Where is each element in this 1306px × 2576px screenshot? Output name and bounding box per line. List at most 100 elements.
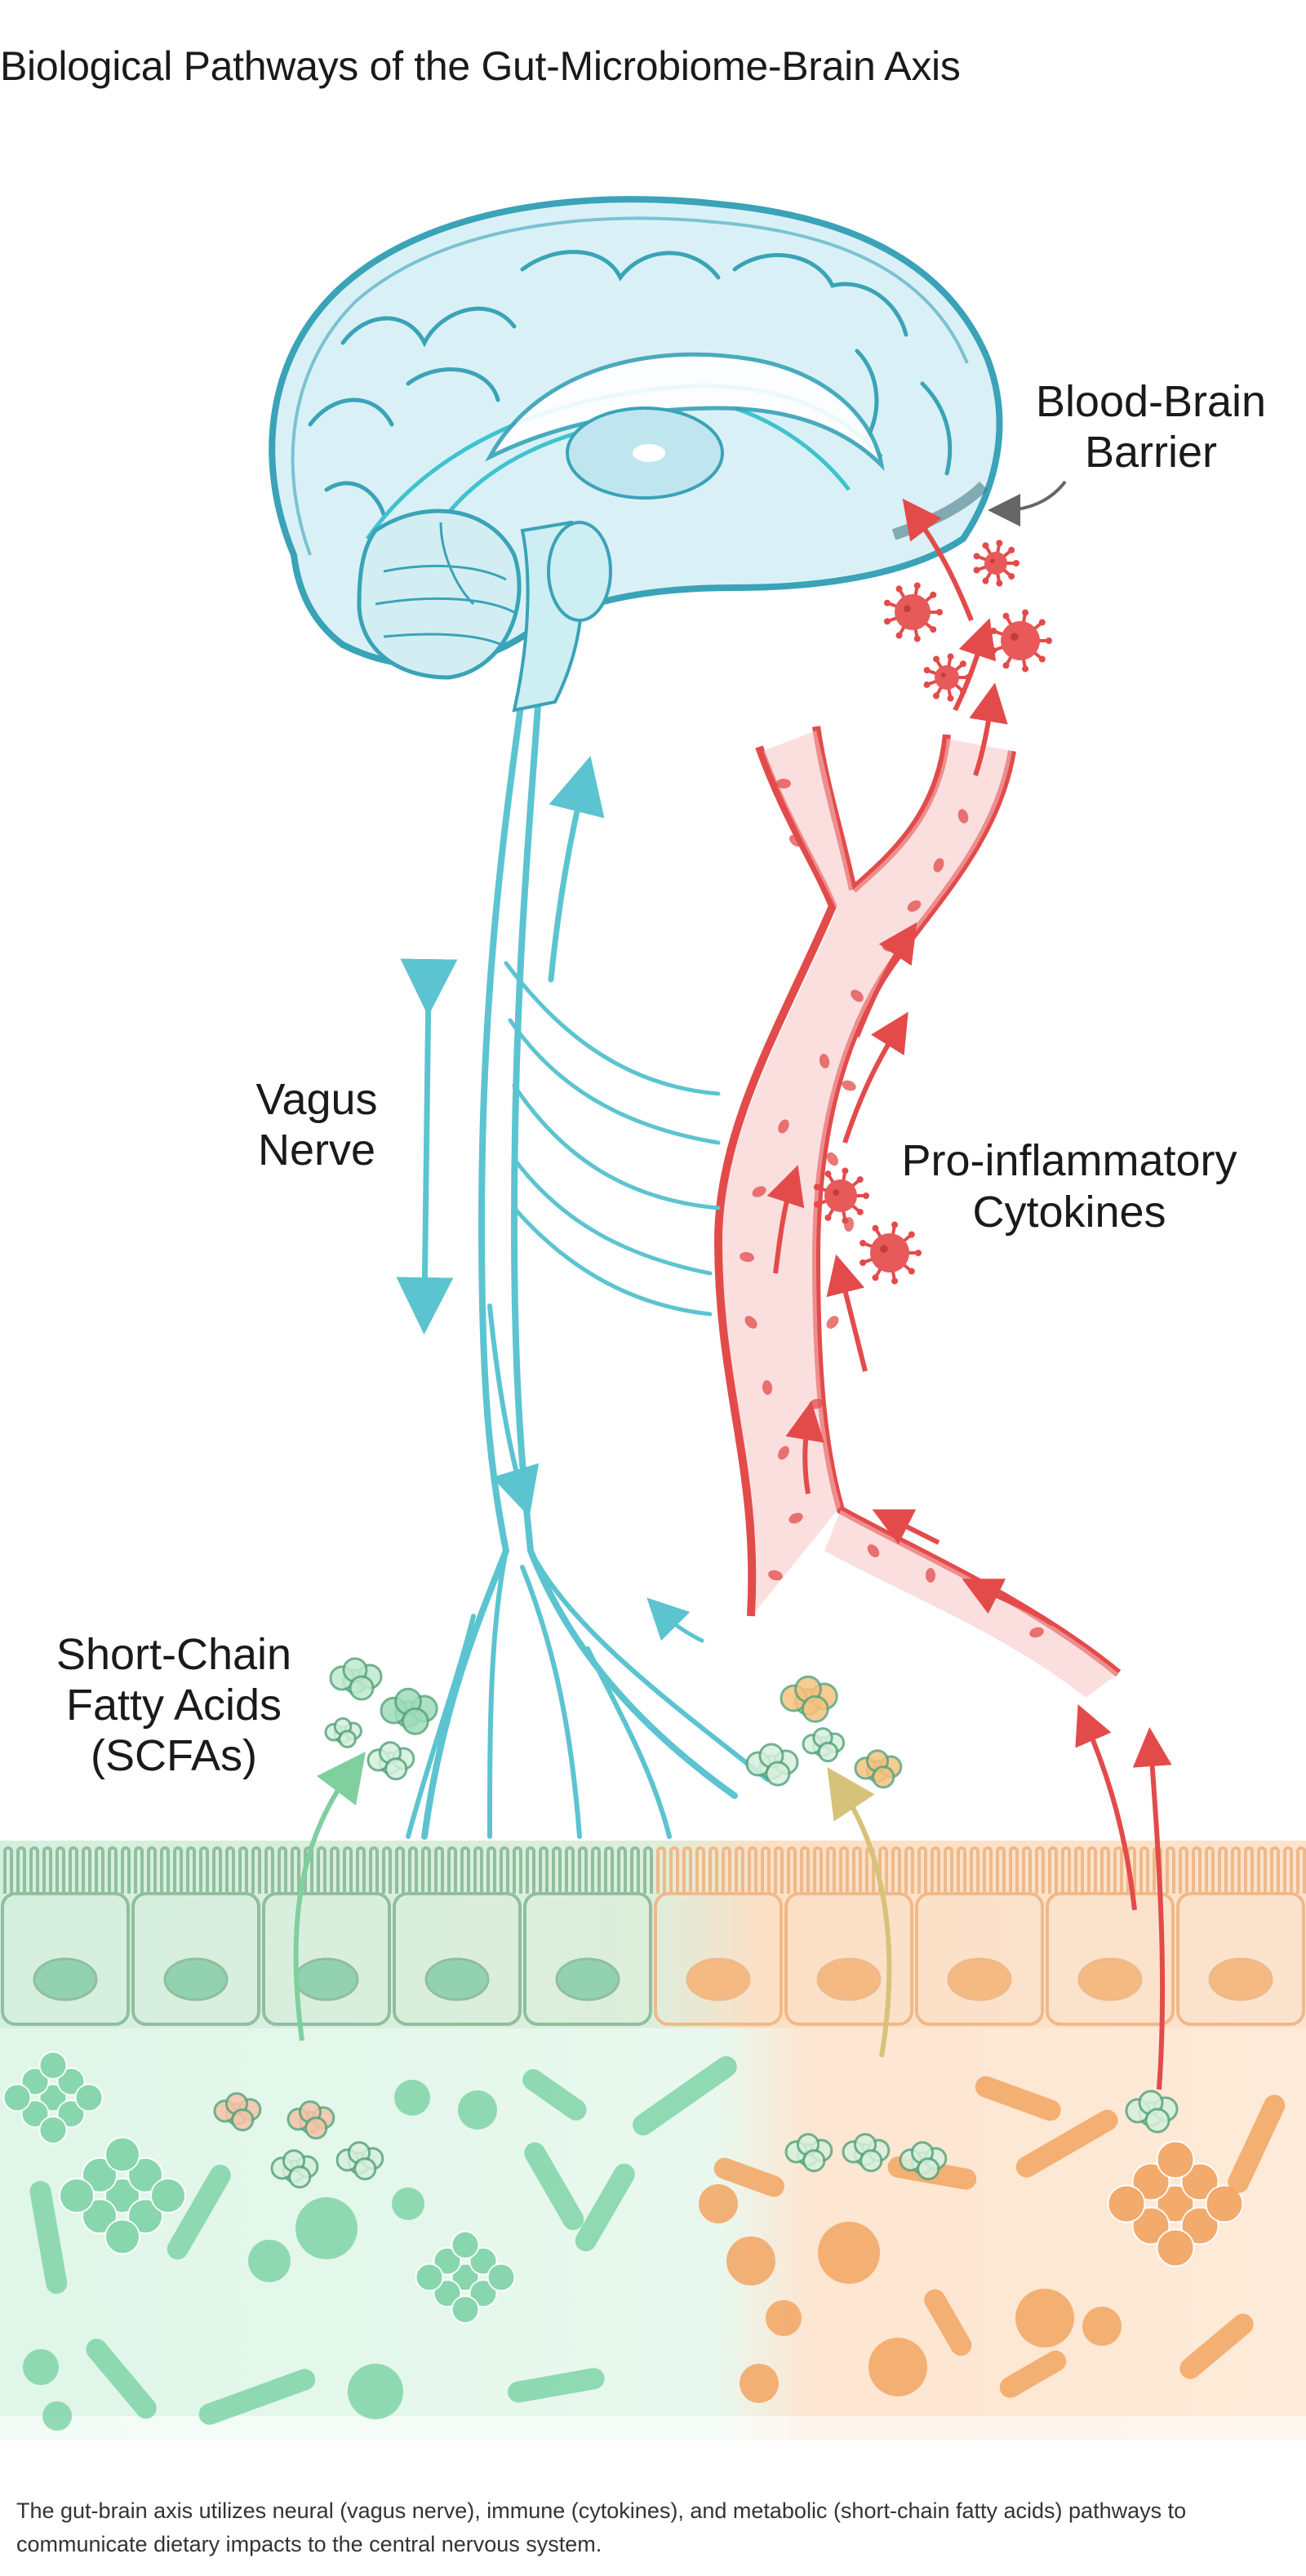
bacterium-coccus <box>699 2184 738 2223</box>
scfa-molecule <box>366 1741 415 1781</box>
red-blood-cell <box>1029 1627 1044 1638</box>
red-blood-cell <box>851 989 864 1002</box>
bacterium-coccus <box>1015 2289 1074 2347</box>
vagus-label-line2: Nerve <box>258 1126 375 1175</box>
bacterium-cluster <box>1107 2140 1244 2267</box>
gut-microbes <box>2 2050 1286 2431</box>
cell-nucleus <box>555 1957 620 2001</box>
red-blood-cell <box>752 1186 766 1197</box>
epithelial-cell <box>1046 1892 1175 2026</box>
cell-nucleus <box>816 1957 882 2001</box>
epithelial-cell <box>523 1892 652 2026</box>
red-blood-cell <box>744 1316 757 1329</box>
bacterium-coccus <box>740 2364 779 2403</box>
scfa-molecule <box>842 2133 891 2173</box>
scfa-label-line2: Fatty Acids <box>66 1681 282 1730</box>
epithelial-cell <box>1176 1892 1305 2026</box>
bacterium-coccus <box>818 2222 880 2284</box>
bacterium-rod <box>167 2165 231 2260</box>
bacterium-coccus <box>392 2187 424 2220</box>
bacterium-coccus <box>394 2080 430 2116</box>
red-blood-cell <box>788 1512 803 1524</box>
bacterium-coccus <box>348 2364 403 2419</box>
cell-nucleus <box>1208 1957 1273 2001</box>
bacterium-coccus <box>42 2401 72 2431</box>
bbb-label-line2: Barrier <box>1085 428 1217 477</box>
epithelial-cell <box>262 1892 391 2026</box>
cytokine <box>860 1221 922 1285</box>
red-blood-cell <box>826 1152 839 1166</box>
bacterium-rod <box>1015 2109 1118 2178</box>
bacterium-cluster <box>2 2050 104 2145</box>
scfa-molecule <box>287 2100 335 2140</box>
cell-nucleus <box>686 1957 751 2001</box>
red-blood-cell <box>826 1316 839 1329</box>
cell-nucleus <box>163 1957 229 2001</box>
red-blood-cell <box>842 1080 856 1091</box>
scfa-molecule <box>335 2141 384 2181</box>
bacterium-rod <box>508 2368 605 2403</box>
red-blood-cell <box>925 1568 936 1583</box>
vagus-nerve <box>396 691 770 1840</box>
bacterium-rod <box>924 2289 972 2356</box>
bacterium-coccus <box>726 2236 775 2285</box>
bacterium-cluster <box>415 2230 516 2325</box>
scfa-molecule <box>1125 2090 1179 2134</box>
vagus-label-line1: Vagus <box>255 1075 377 1124</box>
epithelial-cell <box>784 1892 913 2026</box>
bacterium-coccus <box>766 2300 802 2336</box>
epithelial-cell <box>131 1892 260 2026</box>
cell-nucleus <box>1077 1957 1143 2001</box>
diagram-title: Biological Pathways of the Gut-Microbiom… <box>0 43 961 89</box>
cell-nucleus <box>947 1957 1012 2001</box>
scfa-molecule <box>784 2133 833 2173</box>
bacterium-rod <box>633 2056 737 2136</box>
red-blood-cell <box>788 834 803 847</box>
cytokine <box>813 1167 869 1224</box>
intestinal-epithelium <box>0 1841 1306 2028</box>
bacterium-rod <box>524 2142 584 2231</box>
bacterium-coccus <box>23 2349 59 2385</box>
scfa-molecule <box>780 1675 838 1723</box>
scfa-molecule <box>854 1749 903 1789</box>
epithelial-cell <box>915 1892 1044 2026</box>
scfa-label-line1: Short-Chain <box>56 1630 291 1679</box>
blood-vessel <box>713 682 1122 1698</box>
red-blood-cell <box>778 1119 789 1134</box>
bacterium-rod <box>198 2369 316 2425</box>
bacterium-rod <box>86 2338 157 2419</box>
red-blood-cell <box>957 809 969 824</box>
red-blood-cell <box>762 1380 773 1395</box>
red-blood-cell <box>819 1054 830 1068</box>
red-blood-cell <box>907 900 922 912</box>
scfa-molecule <box>802 1727 846 1763</box>
brain <box>269 196 1003 713</box>
cytokines-label-line2: Cytokines <box>972 1188 1166 1237</box>
bacterium-coccus <box>295 2197 358 2259</box>
scfa-molecule <box>745 1743 799 1787</box>
cytokine <box>973 540 1019 587</box>
gut-brain-axis-diagram: Blood-Brain Barrier Vagus Nerve Pro-infl… <box>0 196 1306 2449</box>
scfa-molecules <box>213 1657 1179 2189</box>
cell-nucleus <box>33 1957 98 2001</box>
gut-lumen <box>0 2016 1306 2449</box>
bacterium-coccus <box>248 2240 291 2282</box>
scfa-molecule <box>270 2149 319 2189</box>
bbb-label-line1: Blood-Brain <box>1036 377 1266 426</box>
bacterium-rod <box>522 2069 587 2121</box>
cytokines-label-line1: Pro-inflammatory <box>901 1136 1237 1185</box>
cytokine <box>990 609 1052 673</box>
bacterium-rod <box>999 2350 1067 2398</box>
bacterium-rod <box>975 2076 1061 2121</box>
bacterium-rod <box>29 2181 68 2294</box>
red-blood-cell <box>776 779 791 788</box>
scfa-molecule <box>213 2092 262 2132</box>
red-blood-cell <box>778 1446 789 1460</box>
scfa-molecule <box>329 1657 383 1701</box>
scfa-molecule <box>899 2141 948 2181</box>
cell-nucleus <box>424 1957 490 2001</box>
scfa-molecule <box>324 1717 362 1748</box>
bacterium-rod <box>713 2157 784 2197</box>
bacterium-coccus <box>458 2090 497 2130</box>
red-blood-cell <box>933 858 944 873</box>
